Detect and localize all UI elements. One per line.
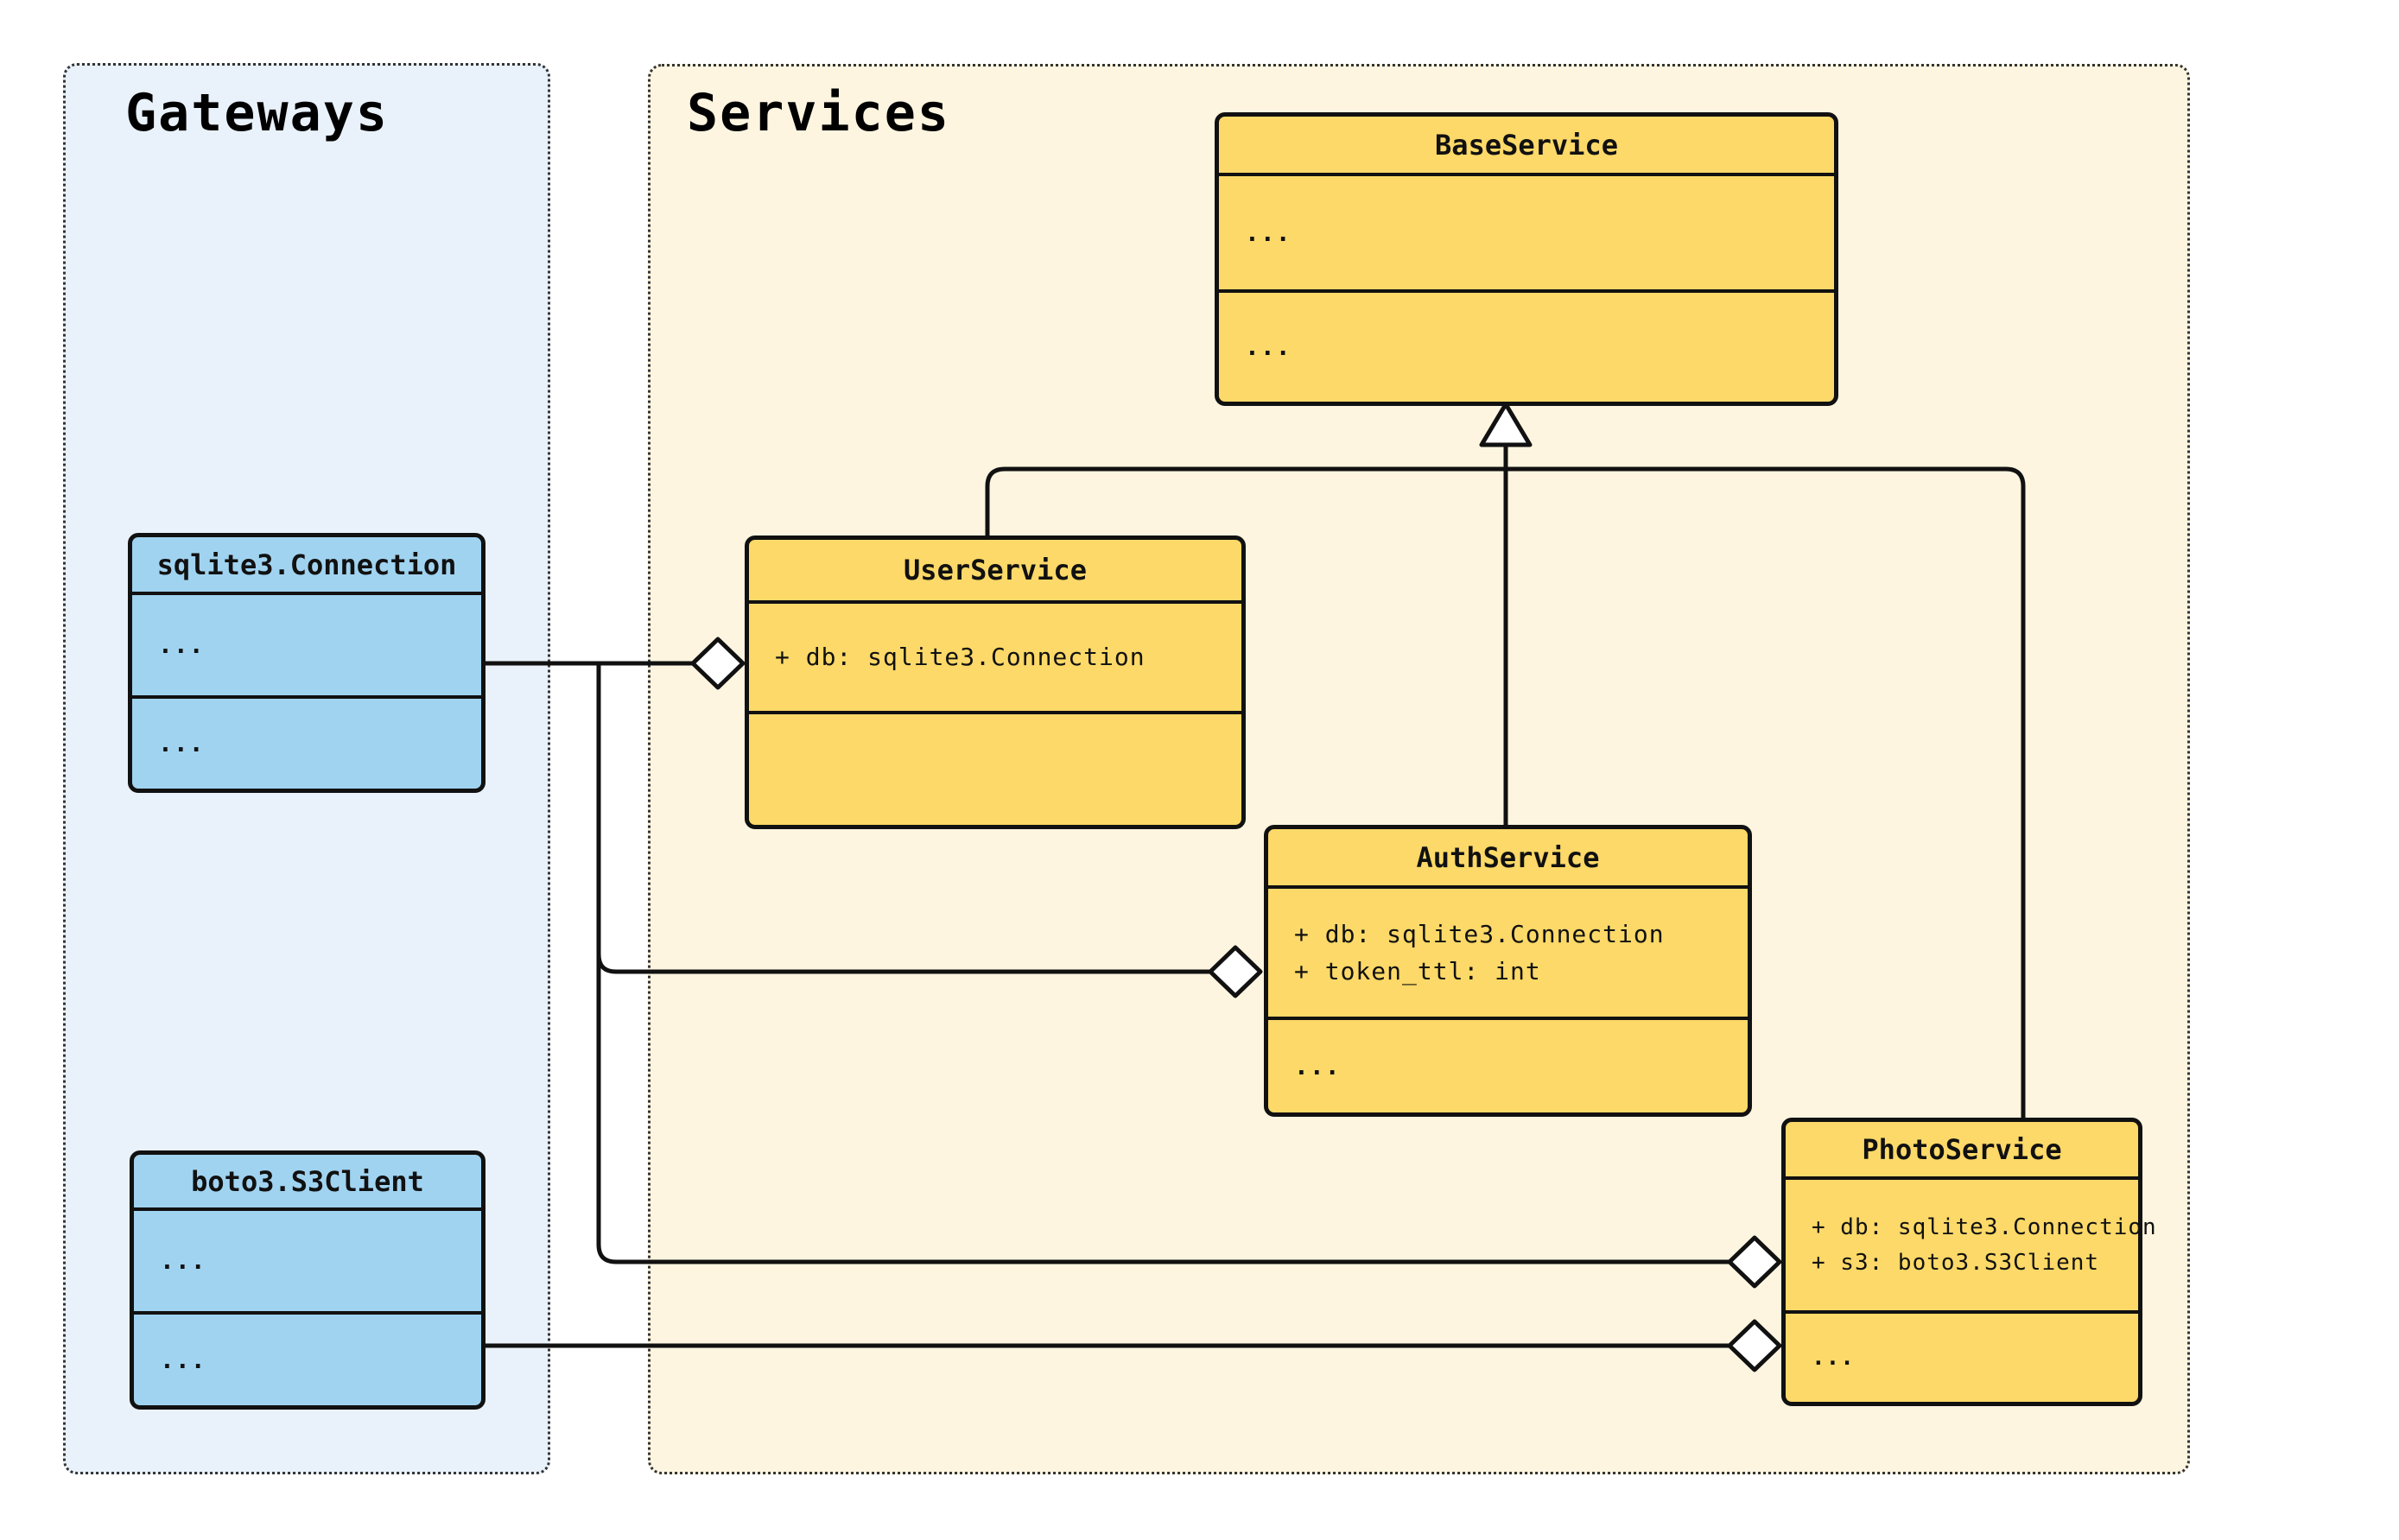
class-methods-section: ... (1219, 289, 1834, 402)
class-sqlite3-connection[interactable]: sqlite3.Connection ... ... (128, 533, 486, 793)
attribute-line: ... (158, 631, 205, 660)
attribute-line: ... (160, 1246, 206, 1276)
class-attributes-section: + db: sqlite3.Connection (749, 600, 1241, 711)
attribute-line: ... (1245, 218, 1292, 247)
attribute-line: + db: sqlite3.Connection (1812, 1214, 2157, 1241)
class-methods-section: ... (1268, 1017, 1748, 1112)
gateways-panel-title: Gateways (125, 83, 389, 143)
class-attributes-section: ... (134, 1207, 481, 1311)
class-methods-section: ... (134, 1311, 481, 1405)
class-title: PhotoService (1862, 1132, 2062, 1166)
class-title: BaseService (1435, 128, 1618, 162)
method-line: ... (158, 729, 205, 758)
class-title: AuthService (1416, 840, 1600, 874)
class-methods-section: ... (132, 695, 481, 789)
method-line: ... (1294, 1051, 1341, 1081)
services-panel-title: Services (687, 83, 950, 143)
class-attributes-section: + db: sqlite3.Connection + token_ttl: in… (1268, 885, 1748, 1017)
class-userservice[interactable]: UserService + db: sqlite3.Connection (745, 536, 1246, 829)
class-attributes-section: ... (132, 592, 481, 695)
class-authservice[interactable]: AuthService + db: sqlite3.Connection + t… (1264, 825, 1752, 1117)
class-title: sqlite3.Connection (156, 548, 457, 581)
method-line: ... (1812, 1344, 1855, 1371)
attribute-line: + s3: boto3.S3Client (1812, 1249, 2100, 1276)
method-line: ... (160, 1345, 206, 1374)
attribute-line: + db: sqlite3.Connection (775, 643, 1146, 672)
class-title: boto3.S3Client (191, 1164, 424, 1198)
attribute-line: + db: sqlite3.Connection (1294, 919, 1665, 948)
attribute-line: + token_ttl: int (1294, 957, 1541, 985)
class-methods-section: ... (1786, 1310, 2138, 1402)
class-attributes-section: + db: sqlite3.Connection + s3: boto3.S3C… (1786, 1176, 2157, 1310)
class-photoservice[interactable]: PhotoService + db: sqlite3.Connection + … (1781, 1118, 2157, 1406)
method-line: ... (1245, 333, 1292, 362)
class-baseservice[interactable]: BaseService ... ... (1215, 112, 1838, 406)
class-boto3-s3client[interactable]: boto3.S3Client ... ... (130, 1150, 486, 1410)
class-title: UserService (904, 554, 1087, 586)
class-attributes-section: ... (1219, 173, 1834, 289)
class-methods-section (749, 711, 1241, 825)
